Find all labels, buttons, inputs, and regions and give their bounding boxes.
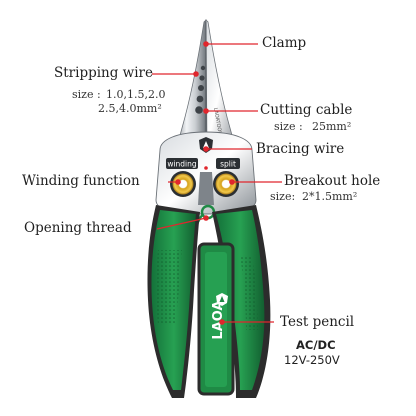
- callout-lines: [152, 41, 282, 325]
- label-acdc: AC/DC: [296, 338, 336, 352]
- brand-text: LAOA: [211, 300, 226, 339]
- cutting-size-prefix: size :: [274, 120, 303, 133]
- label-opening-thread: Opening thread: [24, 220, 132, 236]
- svg-text:split: split: [220, 160, 236, 169]
- pliers-jaws: LAOATOOLS: [175, 19, 237, 151]
- label-bracing-wire: Bracing wire: [256, 141, 345, 157]
- cutting-size-value: 25mm²: [312, 120, 352, 133]
- bracing-point: [204, 166, 208, 170]
- label-cutting-cable: Cutting cable: [260, 102, 353, 118]
- breakout-size-prefix: size:: [270, 190, 296, 203]
- breakout-size-value: 2*1.5mm²: [302, 190, 358, 203]
- winding-badge: winding: [166, 158, 198, 169]
- label-voltage: 12V-250V: [284, 353, 340, 367]
- breakout-hole: [213, 171, 239, 197]
- label-clamp: Clamp: [262, 35, 307, 51]
- left-handle: [147, 205, 200, 398]
- split-badge: split: [216, 158, 240, 169]
- jaw-engraving: LAOATOOLS: [212, 107, 223, 138]
- stripping-notches: [195, 65, 206, 114]
- stripping-size-prefix: size :: [72, 88, 101, 101]
- label-test-pencil: Test pencil: [280, 314, 355, 330]
- winding-hole: [170, 171, 196, 197]
- test-pencil-slot: LAOA: [197, 242, 235, 396]
- svg-text:winding: winding: [167, 160, 197, 169]
- brand-logo-icon: [216, 293, 228, 306]
- label-breakout-hole: Breakout hole: [284, 173, 381, 189]
- stripping-size-line2: 2.5,4.0mm²: [98, 102, 162, 115]
- label-stripping-wire: Stripping wire: [54, 65, 153, 81]
- label-winding-function: Winding function: [22, 173, 140, 189]
- stripping-size-line1: 1.0,1.5,2.0: [106, 88, 166, 101]
